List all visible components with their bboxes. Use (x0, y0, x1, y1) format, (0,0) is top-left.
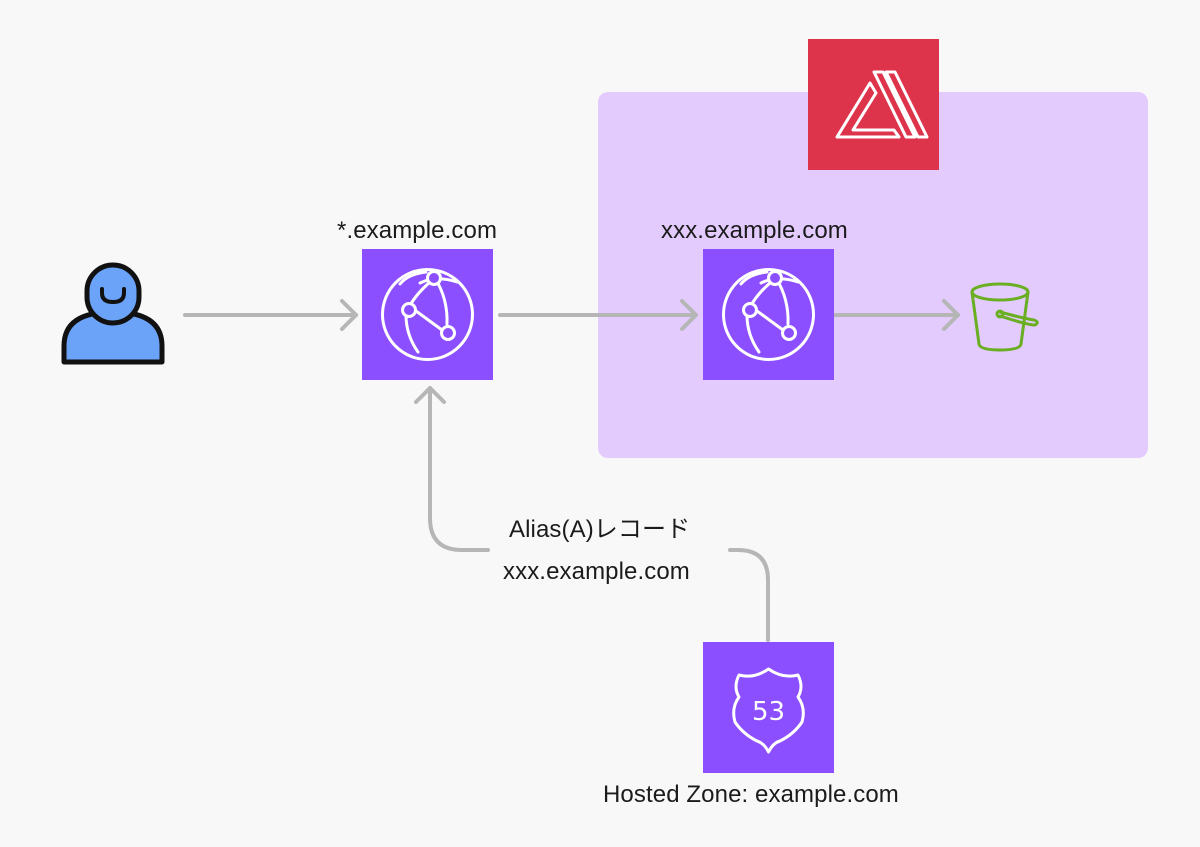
route53-hosted-zone-service: 53 (703, 642, 834, 773)
s3-bucket-icon (964, 278, 1042, 356)
hosted-zone-label: Hosted Zone: example.com (603, 781, 899, 808)
amplify-icon (835, 70, 929, 139)
arrow-amplify-cloudfront-to-s3 (832, 299, 960, 331)
wildcard-domain-label: *.example.com (337, 217, 498, 244)
line-route53-to-alias-record (728, 548, 770, 642)
alias-record-type-label: Alias(A)レコード (509, 516, 691, 543)
cloudfront-icon (722, 268, 815, 361)
amplify-cloudfront-service (703, 249, 834, 380)
amplify-service (808, 39, 939, 170)
cloudfront-icon (381, 268, 474, 361)
route53-shield-text: 53 (752, 697, 785, 727)
arrow-wildcard-to-amplify-cloudfront (498, 299, 698, 331)
amplify-domain-label: xxx.example.com (661, 217, 848, 244)
wildcard-cloudfront-service (362, 249, 493, 380)
arrow-user-to-wildcard-cloudfront (183, 299, 358, 331)
arrow-alias-record-to-cloudfront (414, 386, 490, 552)
alias-record-name-label: xxx.example.com (503, 558, 690, 585)
route53-icon: 53 (732, 667, 805, 754)
user-icon (60, 262, 166, 368)
